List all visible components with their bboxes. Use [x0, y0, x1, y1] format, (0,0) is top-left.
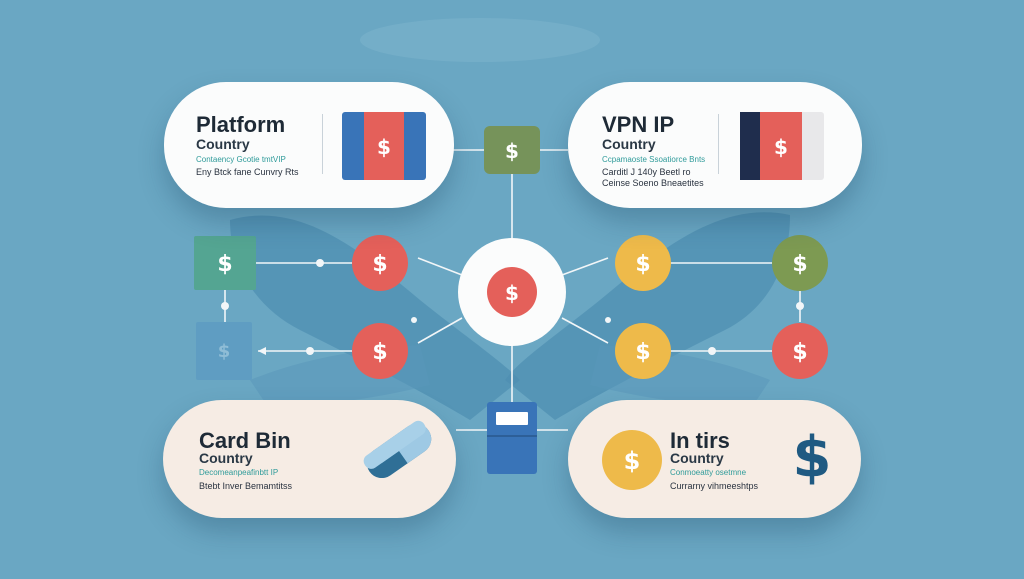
right-green-coin-dollar: $: [792, 252, 807, 277]
left-upper-coin: [352, 235, 408, 291]
vpn-ip-title: VPN IP: [602, 112, 675, 137]
right-red-coin: [772, 323, 828, 379]
card-bin-pill-icon: [363, 420, 432, 479]
platform-card-dollar: $: [377, 135, 391, 159]
right-green-coin: [772, 235, 828, 291]
in-tirs-title: In tirs: [670, 428, 730, 453]
connector-center-to-upper-right: [561, 257, 609, 276]
vpn-ip-card: VPN IP Country Ccpamaoste Ssoatiorce Bnt…: [568, 82, 862, 208]
platform-card-icon: $: [342, 112, 426, 180]
card-bin-note-primary: Decomeanpeafinbtt IP: [199, 468, 279, 477]
vpn-ip-note-primary: Ccpamaoste Ssoatiorce Bnts: [602, 155, 706, 164]
in-tirs-large-dollar: $: [793, 425, 832, 488]
card-bin-title: Card Bin: [199, 428, 291, 453]
right-red-coin-dollar: $: [792, 340, 807, 365]
left-lower-tile-dollar: $: [218, 341, 231, 362]
card-bin-card: Card Bin Country Decomeanpeafinbtt IP Bt…: [163, 400, 456, 518]
in-tirs-card: $ In tirs Country Conmoeatty osetmne Cur…: [568, 400, 861, 518]
in-tirs-coin-dollar: $: [624, 447, 641, 475]
in-tirs-note-secondary: Currarny vihmeeshtps: [670, 481, 759, 491]
center-dollar-symbol: $: [505, 281, 519, 305]
platform-note-secondary: Eny Btck fane Cunvry Rts: [196, 167, 299, 177]
connector-center-to-upper-left: [417, 257, 463, 276]
right-lower-coin-dollar: $: [635, 340, 650, 365]
vpn-ip-note-secondary: Carditl J 140y Beetl ro: [602, 167, 691, 177]
platform-subtitle: Country: [196, 136, 250, 152]
left-lower-coin-dollar: $: [372, 340, 387, 365]
platform-note-primary: Contaency Gcotie tmtVIP: [196, 155, 286, 164]
card-bin-subtitle: Country: [199, 450, 253, 466]
in-tirs-dollar-icon: $: [793, 425, 832, 488]
vpn-ip-separator: [718, 114, 719, 174]
center-dollar-coin: [487, 267, 537, 317]
in-tirs-subtitle: Country: [670, 450, 724, 466]
vpn-ip-card-icon: $: [740, 112, 824, 180]
connector-center-to-lower-left: [417, 317, 463, 344]
vpn-ip-subtitle: Country: [602, 136, 656, 152]
in-tirs-coin-icon: $: [602, 430, 662, 490]
card-bin-note-secondary: Btebt Inver Bemamtitss: [199, 481, 293, 491]
bottom-card-chip: [496, 412, 528, 425]
right-lower-coin: [615, 323, 671, 379]
vpn-ip-note-tertiary: Ceinse Soeno Bneaetites: [602, 178, 704, 188]
platform-separator: [322, 114, 323, 174]
left-upper-coin-dollar: $: [372, 252, 387, 277]
background-hands: [230, 18, 790, 420]
left-lower-tile: [196, 322, 252, 380]
left-upper-tile-dollar: $: [217, 252, 232, 277]
right-upper-coin-dollar: $: [635, 252, 650, 277]
left-lower-coin: [352, 323, 408, 379]
platform-card: Platform Country Contaency Gcotie tmtVIP…: [164, 82, 454, 208]
connector-dots: [221, 259, 804, 355]
right-upper-coin: [615, 235, 671, 291]
top-hub-tile: [484, 126, 540, 174]
platform-title: Platform: [196, 112, 286, 137]
in-tirs-note-primary: Conmoeatty osetmne: [670, 468, 747, 477]
connectors: [224, 149, 801, 431]
vpn-ip-card-dollar: $: [774, 135, 788, 159]
connector-center-to-lower-right: [561, 317, 609, 344]
top-hub-dollar-symbol: $: [505, 139, 519, 163]
left-upper-tile: [194, 236, 256, 290]
